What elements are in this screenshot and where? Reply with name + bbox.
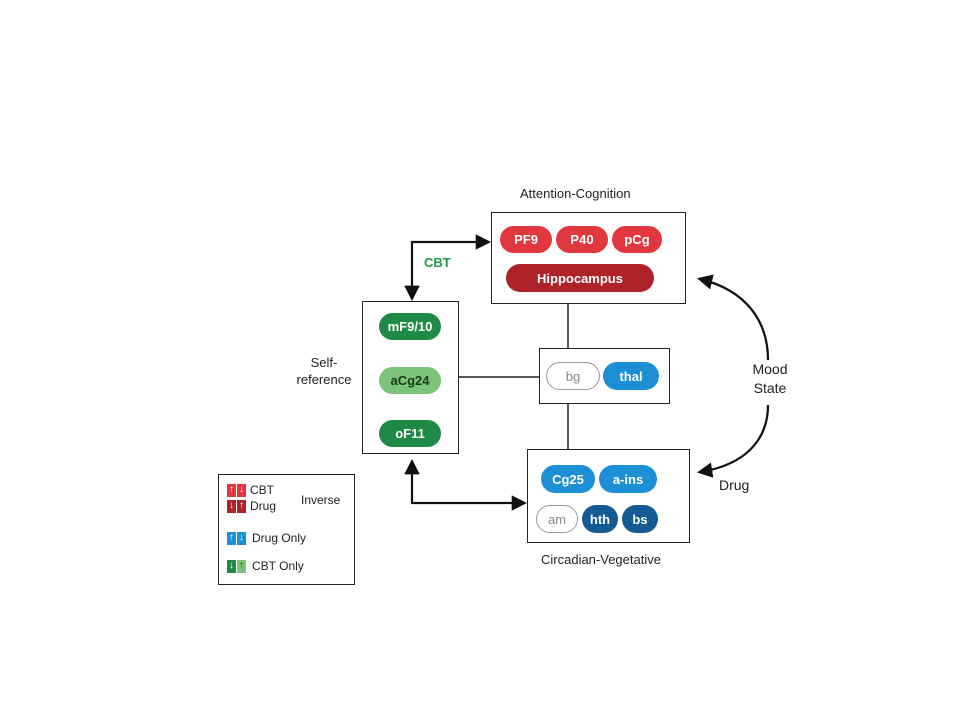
node-bs: bs [622, 505, 658, 533]
node-cg25: Cg25 [541, 465, 595, 493]
cbt-arrow [404, 234, 492, 302]
down-arrow-red-icon: ↓ [237, 483, 246, 497]
node-bg: bg [546, 362, 600, 390]
legend-cbt-row: ↑ ↓ CBT [227, 483, 274, 497]
legend-drug-only-label: Drug Only [252, 531, 307, 545]
node-acg24: aCg24 [379, 367, 441, 394]
legend-inverse: Inverse [301, 493, 340, 507]
mood-state-label: Mood State [748, 360, 792, 398]
down-arrow-green-icon: ↓ [227, 559, 236, 573]
selfref-label-line1: Self- [310, 355, 338, 370]
node-am: am [536, 505, 578, 533]
legend-cbt-only-row: ↓ ↑ CBT Only [227, 559, 304, 573]
node-mf9-10: mF9/10 [379, 313, 441, 340]
drug-link-arrow [404, 458, 528, 511]
mood-label-line1: Mood [752, 361, 788, 377]
up-arrow-green-icon: ↑ [237, 559, 246, 573]
legend-cbt-only-label: CBT Only [252, 559, 304, 573]
mood-label-line2: State [753, 380, 787, 396]
legend-drug-label: Drug [250, 499, 277, 513]
node-hth: hth [582, 505, 618, 533]
drug-label: Drug [719, 477, 750, 493]
down-arrow-red-icon: ↓ [227, 499, 236, 513]
selfref-label-line2: reference [296, 372, 352, 387]
node-thal: thal [603, 362, 659, 390]
up-arrow-red-icon: ↑ [227, 483, 236, 497]
up-arrow-blue-icon: ↑ [227, 531, 236, 545]
selfref-label: Self- reference [296, 354, 352, 388]
legend-inverse-label: Inverse [301, 493, 341, 507]
legend-drug-row: ↓ ↑ Drug [227, 499, 276, 513]
node-p40: P40 [556, 226, 608, 253]
cbt-label: CBT [424, 255, 451, 270]
node-a-ins: a-ins [599, 465, 657, 493]
mood-arrow-up [697, 274, 770, 361]
legend-drug-only-row: ↑ ↓ Drug Only [227, 531, 306, 545]
mood-arrow-down [696, 404, 770, 478]
down-arrow-blue-icon: ↓ [237, 531, 246, 545]
node-pf9: PF9 [500, 226, 552, 253]
up-arrow-red-icon: ↑ [237, 499, 246, 513]
circadian-title: Circadian-Vegetative [541, 552, 661, 567]
node-of11: oF11 [379, 420, 441, 447]
legend-cbt-label: CBT [250, 483, 274, 497]
attention-title: Attention-Cognition [520, 186, 631, 201]
node-hippocampus: Hippocampus [506, 264, 654, 292]
node-pcg: pCg [612, 226, 662, 253]
